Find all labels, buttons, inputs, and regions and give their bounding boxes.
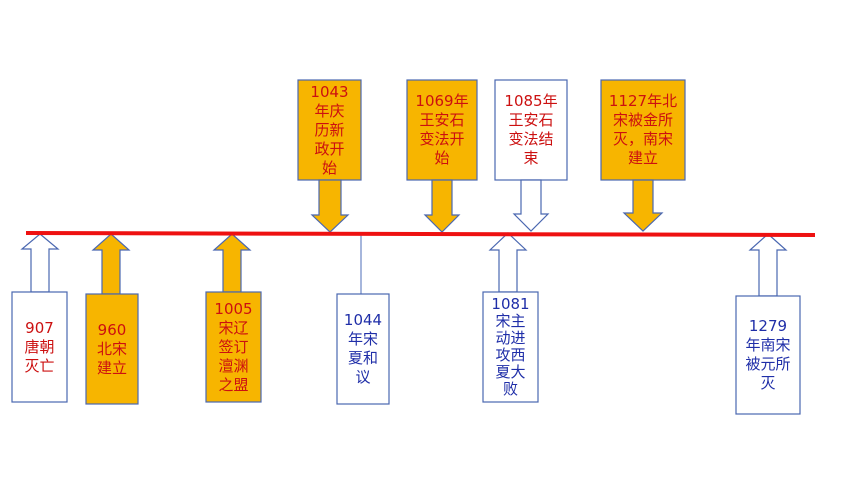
event-1127-label: 1127年北 宋被金所 灭，南宋 建立 bbox=[608, 92, 678, 167]
event-907-label: 907 唐朝 灭亡 bbox=[24, 318, 55, 375]
event-1069-label: 1069年 王安石 变法开 始 bbox=[415, 92, 469, 167]
event-1044-callout bbox=[336, 234, 390, 405]
event-1005-label: 1005 宋辽 签订 澶渊 之盟 bbox=[214, 299, 253, 394]
event-1044-label: 1044 年宋 夏和 议 bbox=[343, 311, 383, 386]
event-960-label: 960 北宋 建立 bbox=[96, 320, 127, 377]
event-1081-label: 1081 宋主 动进 攻西 夏大 败 bbox=[491, 295, 530, 398]
event-1279-callout bbox=[735, 233, 801, 415]
event-1069-callout bbox=[406, 79, 478, 233]
event-1279-label: 1279 年南宋 被元所 灭 bbox=[745, 317, 791, 392]
event-960-callout bbox=[85, 233, 139, 405]
event-1085-label: 1085年 王安石 变法结 束 bbox=[504, 92, 558, 167]
timeline-axis bbox=[25, 231, 816, 237]
event-1085-callout bbox=[494, 79, 568, 232]
event-907-callout bbox=[11, 233, 68, 403]
event-1043-label: 1043 年庆 历新 政开 始 bbox=[310, 82, 349, 177]
event-1043-callout bbox=[297, 79, 362, 233]
event-1127-callout bbox=[600, 79, 686, 232]
event-1081-callout bbox=[482, 232, 539, 403]
event-1005-callout bbox=[205, 233, 262, 403]
